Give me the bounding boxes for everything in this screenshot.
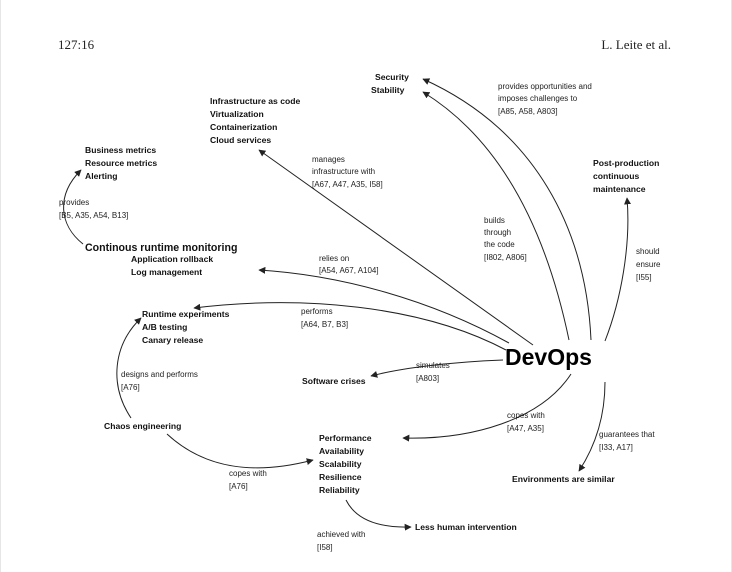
label-manages: manages infrastructure with [A67, A47, A… xyxy=(312,155,383,189)
svg-text:[I33, A17]: [I33, A17] xyxy=(599,443,633,452)
svg-text:[A67, A47, A35, I58]: [A67, A47, A35, I58] xyxy=(312,180,383,189)
svg-text:maintenance: maintenance xyxy=(593,184,646,194)
arrow-devops-security xyxy=(422,78,592,341)
svg-text:Log management: Log management xyxy=(131,267,202,277)
svg-text:Availability: Availability xyxy=(319,446,364,456)
svg-text:designs and performs: designs and performs xyxy=(121,370,198,379)
label-relies-on: relies on [A54, A67, A104] xyxy=(319,254,379,275)
arrow-quality-lesshuman xyxy=(345,499,412,531)
svg-text:Performance: Performance xyxy=(319,433,372,443)
svg-text:Alerting: Alerting xyxy=(85,171,117,181)
label-performs: performs [A64, B7, B3] xyxy=(301,307,348,329)
svg-text:Infrastructure as code: Infrastructure as code xyxy=(210,96,300,106)
label-should-ensure: should ensure [I55] xyxy=(636,247,661,282)
svg-text:continuous: continuous xyxy=(593,171,640,181)
arrow-chaos-experiments xyxy=(116,317,142,419)
svg-text:Virtualization: Virtualization xyxy=(210,109,264,119)
node-less-human-intervention: Less human intervention xyxy=(415,522,517,532)
svg-text:[A47, A35]: [A47, A35] xyxy=(507,424,544,433)
svg-text:performs: performs xyxy=(301,307,333,316)
label-guarantees: guarantees that [I33, A17] xyxy=(599,430,655,452)
svg-text:Business metrics: Business metrics xyxy=(85,145,156,155)
arrow-devops-softwarecrises xyxy=(370,359,504,378)
svg-text:simulates: simulates xyxy=(416,361,450,370)
svg-text:infrastructure with: infrastructure with xyxy=(312,167,375,176)
svg-text:Application rollback: Application rollback xyxy=(131,254,213,264)
svg-text:ensure: ensure xyxy=(636,260,661,269)
svg-text:Runtime experiments: Runtime experiments xyxy=(142,309,230,319)
svg-text:imposes challenges to: imposes challenges to xyxy=(498,94,578,103)
svg-text:Security: Security xyxy=(375,72,409,82)
arrow-chaos-quality xyxy=(166,433,314,469)
arrow-devops-quality xyxy=(402,373,572,442)
node-runtime-experiments: Runtime experiments A/B testing Canary r… xyxy=(142,309,230,345)
label-achieved-with: achieved with [I58] xyxy=(317,530,365,552)
arrow-devops-experiments xyxy=(193,302,507,351)
arrow-devops-postproduction xyxy=(604,197,632,342)
node-infrastructure: Infrastructure as code Virtualization Co… xyxy=(210,96,300,145)
svg-text:Cloud services: Cloud services xyxy=(210,135,271,145)
svg-text:Resilience: Resilience xyxy=(319,472,362,482)
svg-text:relies on: relies on xyxy=(319,254,349,263)
arrow-devops-rollback xyxy=(258,266,510,344)
svg-text:through: through xyxy=(484,228,511,237)
node-software-crises: Software crises xyxy=(302,376,366,386)
svg-text:provides: provides xyxy=(59,198,89,207)
svg-text:provides opportunities and: provides opportunities and xyxy=(498,82,592,91)
label-copes-with-a76: copes with [A76] xyxy=(229,469,267,491)
svg-text:[A76]: [A76] xyxy=(121,383,140,392)
arrow-devops-stability xyxy=(422,91,570,341)
svg-text:[A76]: [A76] xyxy=(229,482,248,491)
arrow-devops-infrastructure xyxy=(258,149,534,346)
author-header: L. Leite et al. xyxy=(601,37,671,52)
svg-text:[A64, B7, B3]: [A64, B7, B3] xyxy=(301,320,348,329)
svg-text:Canary release: Canary release xyxy=(142,335,203,345)
svg-text:[A85, A58, A803]: [A85, A58, A803] xyxy=(498,107,558,116)
svg-text:[I55]: [I55] xyxy=(636,273,652,282)
node-security-stability: Security Stability xyxy=(371,72,409,95)
svg-text:Post-production: Post-production xyxy=(593,158,659,168)
svg-text:[I58]: [I58] xyxy=(317,543,333,552)
label-simulates: simulates [A803] xyxy=(416,361,450,383)
label-copes-with-a47: copes with [A47, A35] xyxy=(507,411,545,433)
svg-text:Containerization: Containerization xyxy=(210,122,277,132)
node-environments-similar: Environments are similar xyxy=(512,474,615,484)
svg-text:Reliability: Reliability xyxy=(319,485,360,495)
devops-hub: DevOps xyxy=(505,344,592,370)
svg-text:[A54, A67, A104]: [A54, A67, A104] xyxy=(319,266,379,275)
svg-text:achieved with: achieved with xyxy=(317,530,365,539)
node-chaos-engineering: Chaos engineering xyxy=(104,421,181,431)
svg-text:[B5, A35, A54, B13]: [B5, A35, A54, B13] xyxy=(59,211,128,220)
node-rollback-log: Application rollback Log management xyxy=(131,254,213,277)
svg-text:copes with: copes with xyxy=(229,469,267,478)
label-builds: builds through the code [I802, A806] xyxy=(484,216,527,262)
page-number: 127:16 xyxy=(58,37,95,52)
node-continuous-monitoring: Continous runtime monitoring xyxy=(85,242,237,254)
svg-text:[A803]: [A803] xyxy=(416,374,439,383)
svg-text:should: should xyxy=(636,247,660,256)
svg-text:builds: builds xyxy=(484,216,505,225)
label-provides: provides [B5, A35, A54, B13] xyxy=(59,198,128,220)
arrow-devops-environments xyxy=(578,381,606,472)
svg-text:the code: the code xyxy=(484,240,515,249)
svg-text:Scalability: Scalability xyxy=(319,459,362,469)
arrow-monitoring-business xyxy=(63,169,84,245)
node-business-metrics: Business metrics Resource metrics Alerti… xyxy=(85,145,157,181)
node-quality-attributes: Performance Availability Scalability Res… xyxy=(319,433,372,495)
svg-text:[I802, A806]: [I802, A806] xyxy=(484,253,527,262)
node-post-production: Post-production continuous maintenance xyxy=(593,158,659,194)
label-designs-performs: designs and performs [A76] xyxy=(121,370,198,392)
svg-text:guarantees that: guarantees that xyxy=(599,430,655,439)
svg-text:manages: manages xyxy=(312,155,345,164)
svg-text:Stability: Stability xyxy=(371,85,405,95)
svg-text:copes with: copes with xyxy=(507,411,545,420)
svg-text:A/B testing: A/B testing xyxy=(142,322,187,332)
svg-text:Resource metrics: Resource metrics xyxy=(85,158,157,168)
arrows xyxy=(63,78,632,531)
label-opportunities: provides opportunities and imposes chall… xyxy=(498,82,592,116)
